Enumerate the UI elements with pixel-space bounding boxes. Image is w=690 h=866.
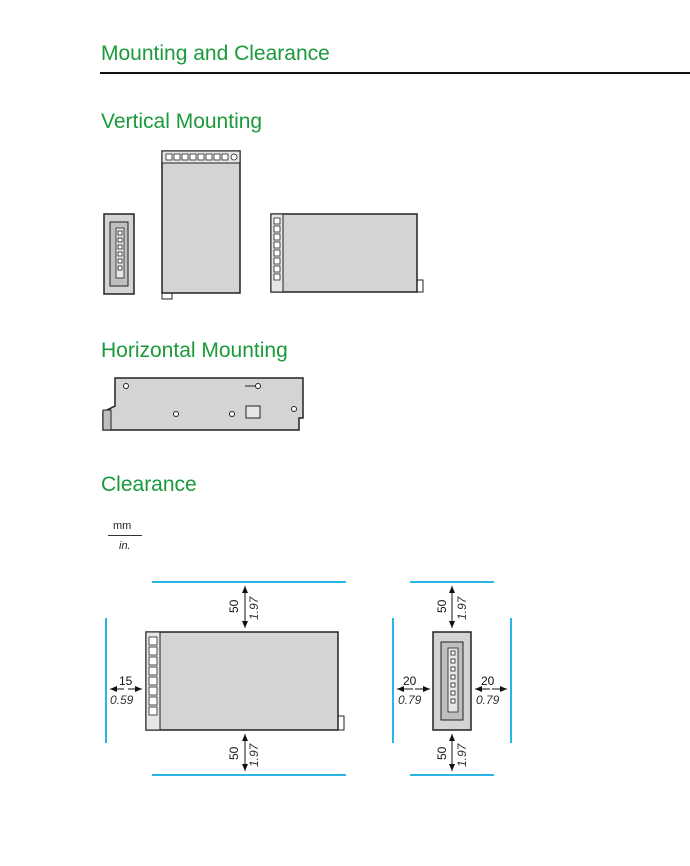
- vertical-side-view-diagram: [103, 213, 135, 295]
- clearance-side-bottom-mm: 50: [435, 746, 449, 760]
- page-title: Mounting and Clearance: [101, 42, 330, 65]
- horizontal-mounting-heading: Horizontal Mounting: [101, 339, 288, 362]
- title-rule: [100, 72, 690, 74]
- unit-in-label: in.: [119, 540, 131, 552]
- clearance-left-in: 0.59: [110, 693, 134, 707]
- clearance-side-top-mm: 50: [435, 599, 449, 613]
- clearance-left-mm: 15: [119, 674, 133, 688]
- clearance-side-bottom-in: 1.97: [455, 742, 469, 767]
- clearance-top-in: 1.97: [247, 595, 261, 620]
- clearance-side-left-in: 0.79: [398, 693, 422, 707]
- clearance-side-right-in: 0.79: [476, 693, 500, 707]
- horizontal-mounting-diagram: [102, 377, 304, 431]
- vertical-front-view-diagram: [161, 150, 241, 300]
- clearance-front-diagram: [105, 581, 346, 776]
- clearance-top-mm: 50: [227, 599, 241, 613]
- unit-mm-label: mm: [113, 520, 132, 532]
- clearance-side-left-mm: 20: [403, 674, 417, 688]
- vertical-mounting-heading: Vertical Mounting: [101, 110, 263, 133]
- clearance-heading: Clearance: [101, 473, 197, 496]
- clearance-side-right-mm: 20: [481, 674, 495, 688]
- clearance-side-top-in: 1.97: [455, 595, 469, 620]
- clearance-bottom-mm: 50: [227, 746, 241, 760]
- unit-divider: [108, 535, 142, 536]
- clearance-bottom-in: 1.97: [247, 742, 261, 767]
- clearance-side-diagram: [392, 581, 512, 776]
- vertical-rotated-view-diagram: [270, 213, 424, 293]
